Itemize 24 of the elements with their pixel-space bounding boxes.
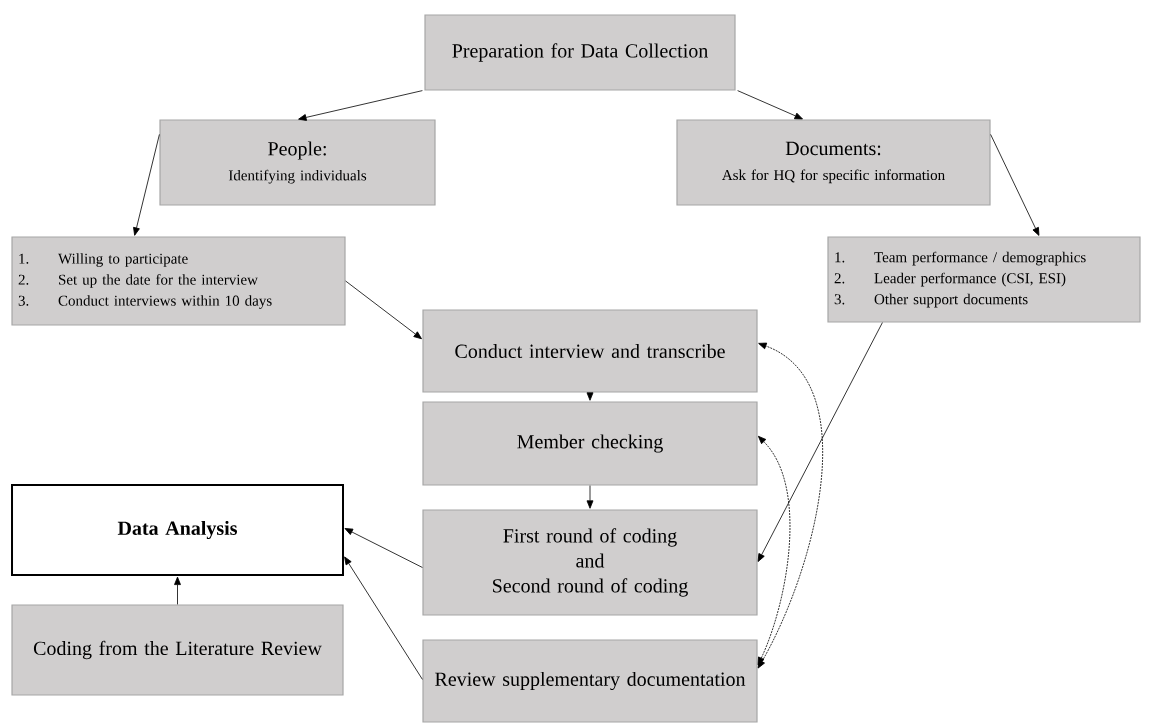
- arrow: [586, 392, 594, 401]
- arrow: [298, 90, 423, 121]
- arrow: [133, 134, 160, 236]
- list-box: 1. Team performance / demographics 2. Leader performance (CSI, ESI) 3. Other support documents: [827, 236, 1141, 323]
- arrow: [757, 342, 824, 669]
- arrow: [757, 322, 883, 562]
- category-box: Documents: Ask for HQ for specific information: [676, 119, 991, 206]
- arrow: [757, 435, 791, 666]
- category-box: People: Identifying individuals: [159, 119, 436, 206]
- arrow: [345, 280, 422, 340]
- arrow: [174, 576, 181, 605]
- process-box: Review supplementary documentation: [422, 639, 758, 723]
- result-box: Data Analysis: [11, 484, 344, 576]
- process-box: Preparation for Data Collection: [424, 14, 736, 91]
- process-box: Member checking: [422, 401, 758, 486]
- arrow: [990, 134, 1040, 236]
- process-box: Coding from the Literature Review: [11, 604, 344, 696]
- process-box: First round of coding and Second round of coding: [422, 509, 758, 616]
- process-box: Conduct interview and transcribe: [422, 309, 758, 393]
- arrow: [737, 90, 803, 120]
- arrow: [344, 528, 423, 568]
- arrow: [586, 485, 594, 509]
- list-box: 1. Willing to participate 2. Set up the date for the interview 3. Conduct interviews within 10 days: [11, 236, 346, 326]
- arrow: [344, 556, 423, 680]
